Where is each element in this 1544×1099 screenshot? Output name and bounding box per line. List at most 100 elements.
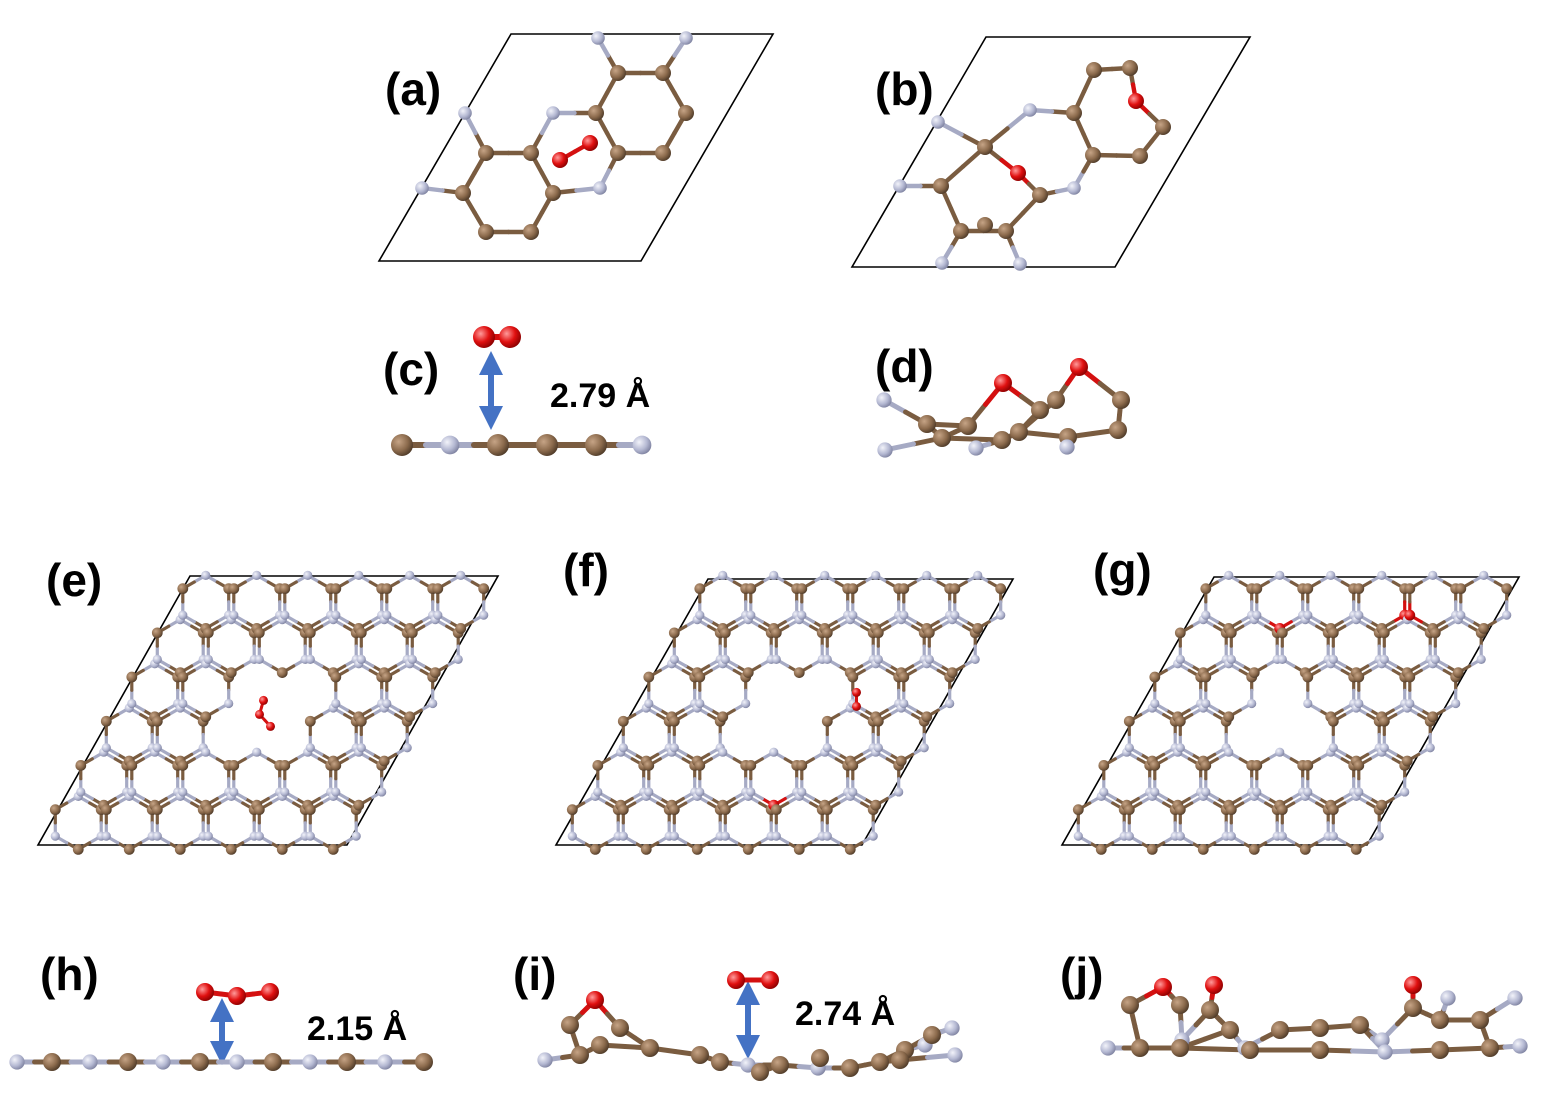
oxygen-atom	[1010, 165, 1026, 181]
nitrogen-atom	[669, 654, 679, 664]
nitrogen-atom	[1374, 1032, 1390, 1048]
nitrogen-atom	[1277, 831, 1287, 841]
carbon-atom	[381, 583, 393, 595]
nitrogen-atom	[546, 106, 560, 120]
nitrogen-atom	[76, 787, 86, 797]
nitrogen-atom	[931, 115, 945, 129]
carbon-atom	[126, 760, 138, 771]
carbon-atom	[1123, 804, 1135, 816]
molecule-h	[9, 983, 433, 1071]
lattice-f	[566, 570, 1007, 855]
carbon-atom	[1200, 583, 1212, 595]
carbon-atom	[228, 583, 240, 595]
nitrogen-atom	[1440, 990, 1456, 1006]
nitrogen-atom	[1175, 831, 1185, 841]
carbon-atom	[1351, 1016, 1369, 1034]
carbon-atom	[821, 627, 833, 639]
oxygen-atom	[1154, 978, 1172, 996]
nitrogen-atom	[1150, 698, 1160, 709]
nitrogen-atom	[1023, 103, 1037, 117]
panel-f	[554, 570, 1015, 855]
carbon-atom	[1123, 715, 1135, 727]
panel-label-c: (c)	[383, 343, 439, 395]
nitrogen-atom	[591, 31, 605, 45]
molecule-a	[415, 31, 694, 240]
nitrogen-atom	[252, 747, 262, 757]
carbon-atom	[1251, 760, 1263, 771]
carbon-atom	[123, 844, 135, 855]
carbon-atom	[949, 583, 961, 595]
carbon-atom	[643, 671, 655, 683]
carbon-atom	[933, 429, 951, 447]
nitrogen-atom	[695, 698, 705, 709]
carbon-atom	[977, 139, 993, 155]
carbon-atom	[691, 1046, 709, 1064]
nitrogen-atom	[1354, 787, 1364, 797]
carbon-atom	[1353, 760, 1365, 771]
carbon-atom	[1276, 804, 1288, 816]
carbon-atom	[1299, 844, 1311, 855]
carbon-atom	[847, 671, 859, 683]
nitrogen-atom	[229, 787, 239, 797]
carbon-atom	[1452, 667, 1464, 678]
unit-cell-border	[554, 578, 1015, 846]
nitrogen-atom	[919, 743, 929, 753]
nitrogen-atom	[252, 570, 262, 580]
nitrogen-atom	[152, 743, 162, 753]
nitrogen-atom	[331, 787, 341, 797]
carbon-atom	[1200, 760, 1212, 771]
carbon-atom	[1109, 421, 1127, 439]
carbon-atom	[1086, 62, 1102, 78]
carbon-atom	[694, 671, 706, 683]
nitrogen-atom	[1512, 1038, 1528, 1054]
panel-label-b: (b)	[875, 63, 934, 115]
carbon-atom	[995, 583, 1007, 595]
panel-label-a: (a)	[385, 63, 441, 115]
nitrogen-atom	[433, 610, 443, 620]
carbon-atom	[228, 760, 240, 771]
nitrogen-atom	[1476, 654, 1486, 664]
carbon-atom	[304, 804, 316, 816]
carbon-atom	[566, 804, 578, 816]
nitrogen-atom	[970, 654, 980, 664]
carbon-atom	[49, 804, 61, 816]
nitrogen-atom	[1456, 610, 1466, 620]
nitrogen-atom	[873, 654, 883, 664]
carbon-atom	[751, 1063, 769, 1081]
nitrogen-atom	[741, 698, 751, 709]
nitrogen-atom	[720, 654, 730, 664]
panel-b	[850, 36, 1252, 271]
carbon-atom	[668, 804, 680, 816]
nitrogen-atom	[405, 570, 415, 580]
carbon-atom	[1223, 711, 1235, 723]
carbon-atom	[1251, 583, 1263, 595]
carbon-atom	[993, 431, 1011, 449]
carbon-atom	[1302, 671, 1314, 683]
nitrogen-atom	[746, 787, 756, 797]
molecule-i	[537, 971, 963, 1081]
distance-label-i: 2.74 Å	[795, 995, 895, 1033]
nitrogen-atom	[1303, 698, 1313, 709]
panel-label-d: (d)	[875, 340, 934, 392]
molecule-b	[893, 60, 1171, 271]
panel-j	[1100, 976, 1528, 1060]
nitrogen-atom	[618, 831, 628, 841]
nitrogen-atom	[331, 698, 341, 709]
carbon-atom	[202, 627, 214, 639]
nitrogen-atom	[1379, 743, 1389, 753]
carbon-atom	[1174, 804, 1186, 816]
carbon-atom	[279, 583, 291, 595]
nitrogen-atom	[415, 181, 429, 195]
carbon-atom	[1132, 148, 1148, 164]
nitrogen-atom	[924, 654, 934, 664]
carbon-atom	[1276, 627, 1288, 639]
nitrogen-atom	[356, 654, 366, 664]
nitrogen-atom	[1201, 610, 1211, 620]
nitrogen-atom	[950, 610, 960, 620]
nitrogen-atom	[229, 1054, 245, 1070]
nitrogen-atom	[280, 610, 290, 620]
carbon-atom	[1378, 715, 1390, 727]
panel-label-e: (e)	[46, 554, 102, 606]
nitrogen-atom	[893, 179, 907, 193]
nitrogen-atom	[1377, 570, 1387, 580]
